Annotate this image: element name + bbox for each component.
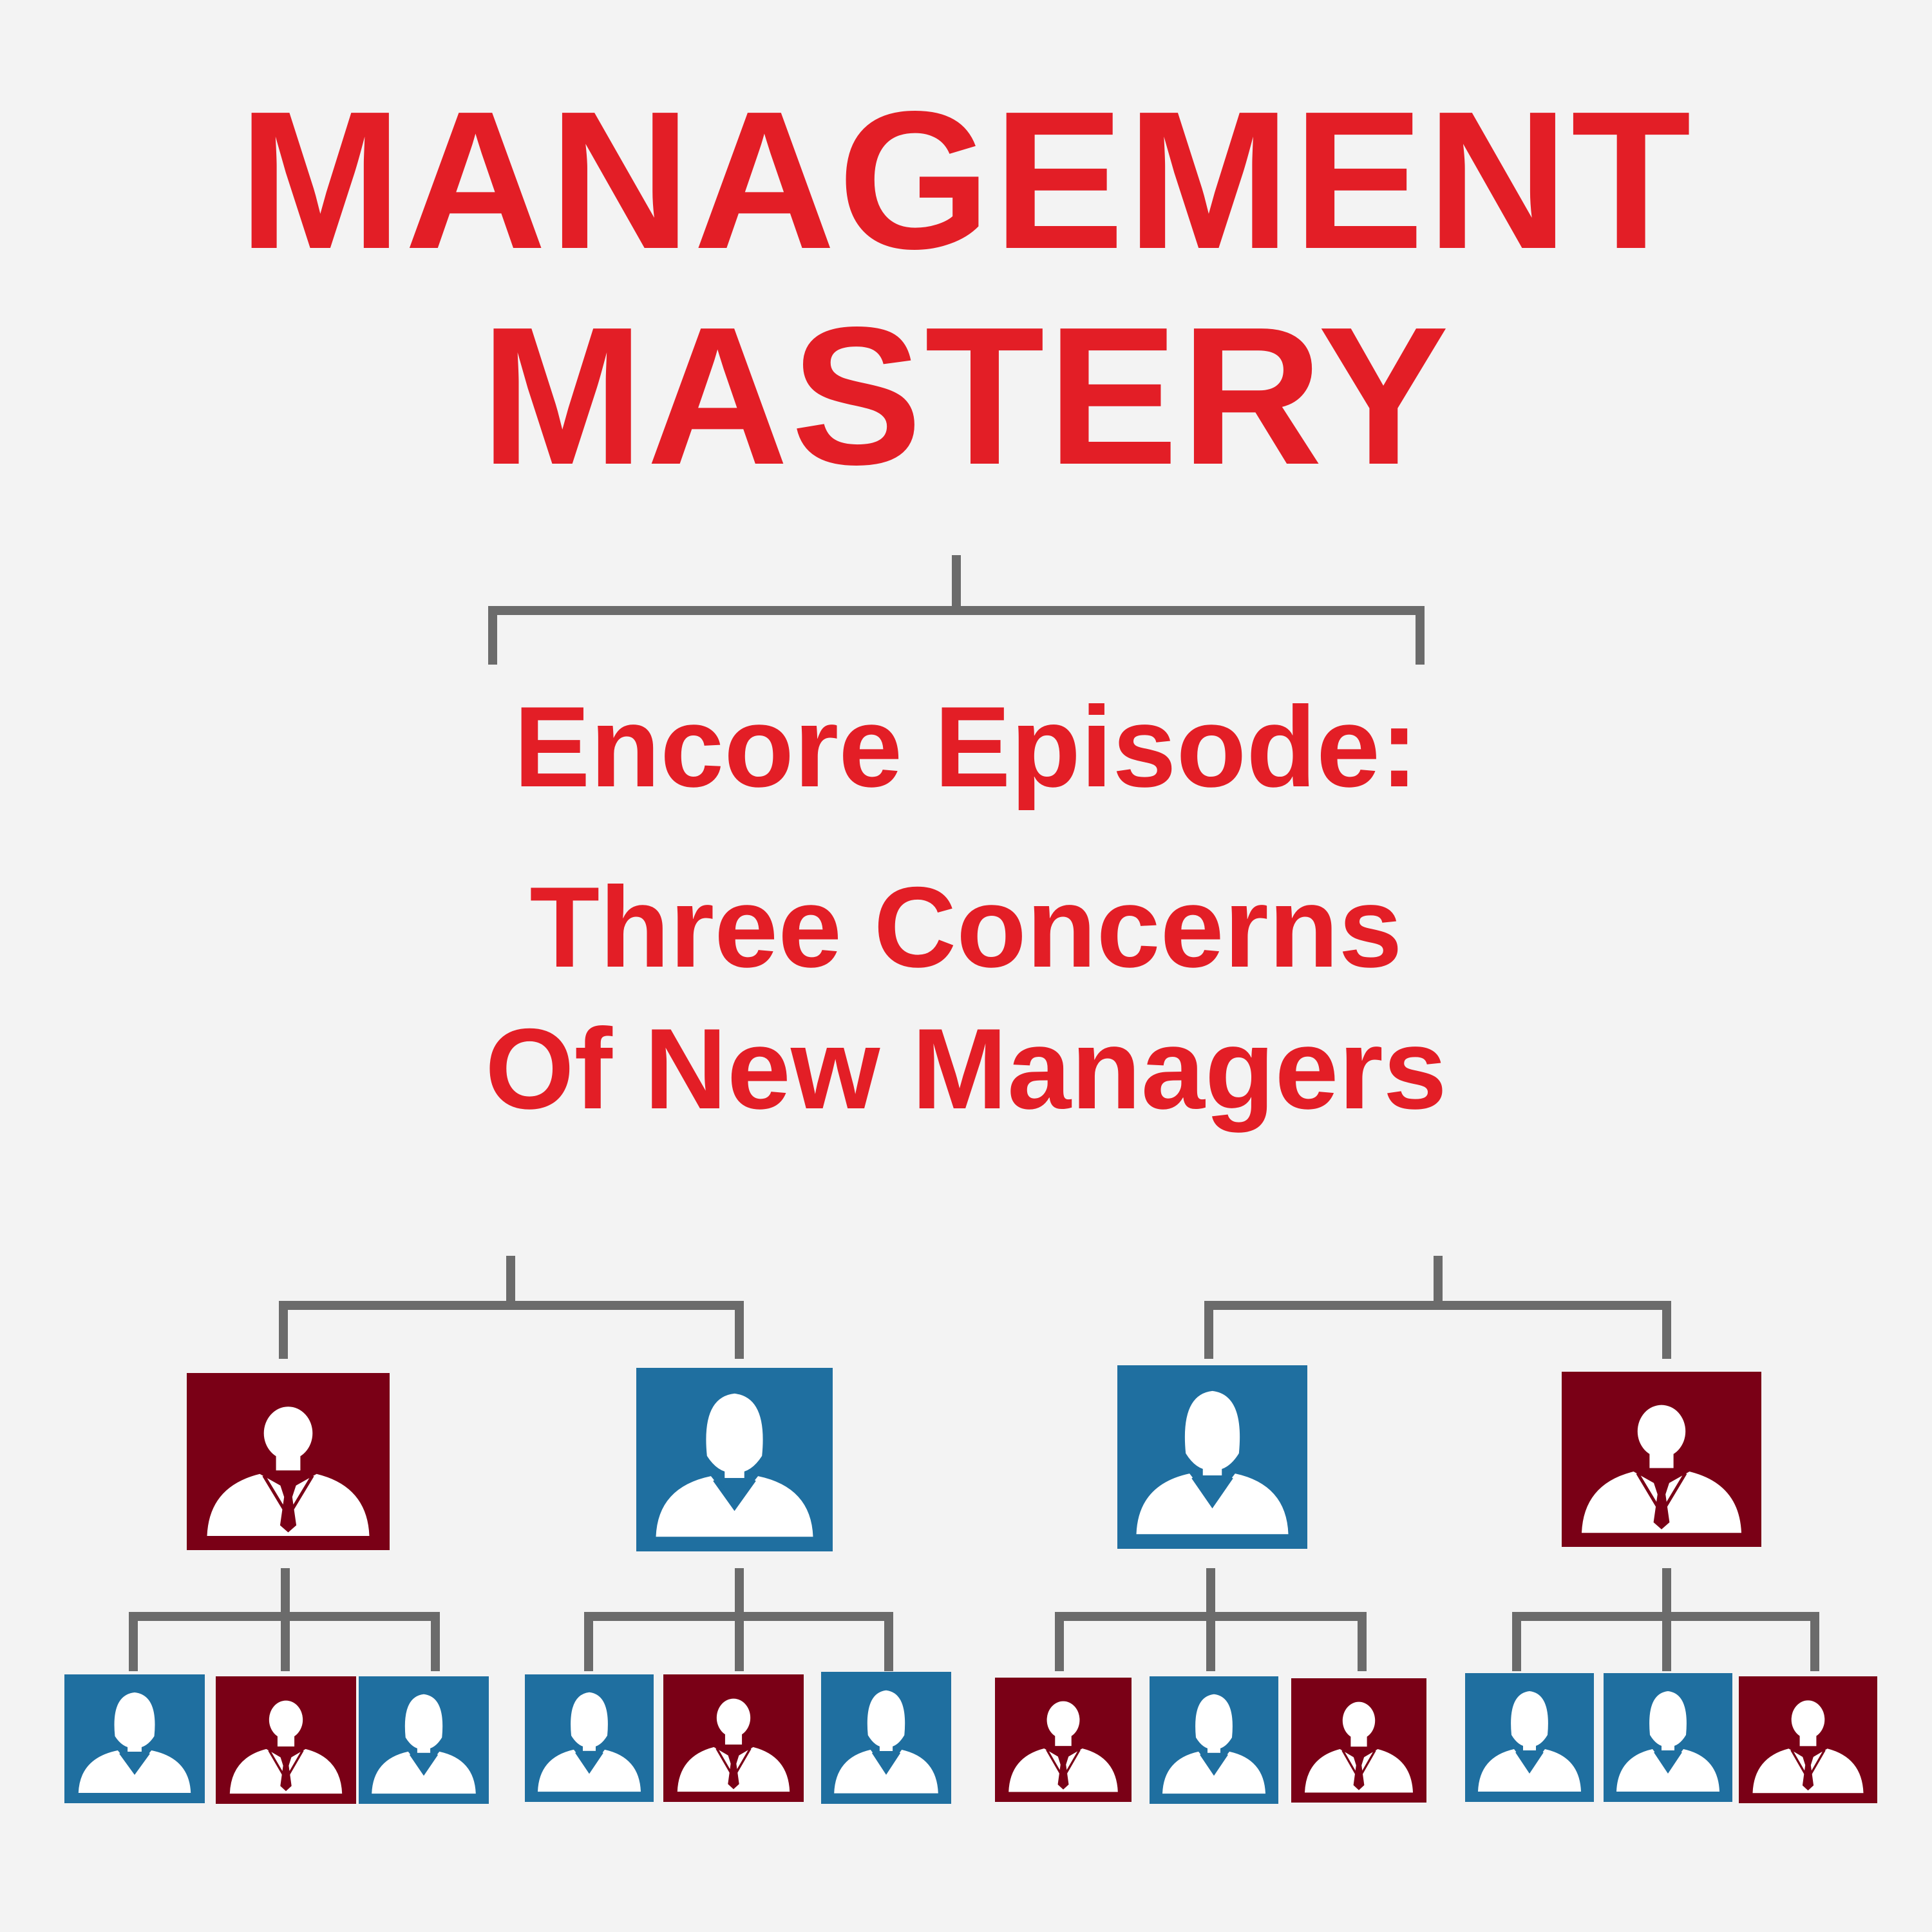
episode-topic-line-1: Three Concerns bbox=[529, 863, 1403, 991]
team-1-member-2-male-icon bbox=[216, 1676, 356, 1804]
team-1-member-1-female-icon bbox=[64, 1674, 205, 1803]
team-1-connector bbox=[129, 1568, 440, 1671]
team-2-connector bbox=[584, 1568, 893, 1671]
manager-1-male-icon bbox=[187, 1373, 390, 1550]
group-left-connector bbox=[279, 1256, 744, 1359]
team-2-member-3-female-icon bbox=[821, 1672, 951, 1804]
title-line-1: MANAGEMENT bbox=[238, 70, 1694, 290]
team-2-member-1-female-icon bbox=[525, 1674, 654, 1802]
top-connector bbox=[488, 555, 1425, 665]
group-right-connector bbox=[1204, 1256, 1671, 1359]
episode-topic-line-2: Of New Managers bbox=[485, 1005, 1447, 1133]
team-3-member-2-female-icon bbox=[1150, 1676, 1278, 1804]
episode-subtitle: Encore Episode: bbox=[513, 683, 1419, 811]
team-1-member-3-female-icon bbox=[359, 1676, 489, 1804]
team-4-connector bbox=[1512, 1568, 1819, 1671]
title-line-2: MASTERY bbox=[480, 286, 1452, 506]
manager-3-female-icon bbox=[1117, 1365, 1307, 1549]
team-4-member-3-male-icon bbox=[1739, 1676, 1877, 1803]
manager-4-male-icon bbox=[1562, 1372, 1761, 1547]
team-2-member-2-male-icon bbox=[663, 1674, 804, 1802]
team-4-member-1-female-icon bbox=[1465, 1673, 1594, 1802]
manager-2-female-icon bbox=[636, 1368, 833, 1551]
team-3-connector bbox=[1055, 1568, 1367, 1671]
team-3-member-3-male-icon bbox=[1291, 1678, 1426, 1803]
team-3-member-1-male-icon bbox=[995, 1678, 1132, 1802]
team-4-member-2-female-icon bbox=[1604, 1673, 1732, 1802]
